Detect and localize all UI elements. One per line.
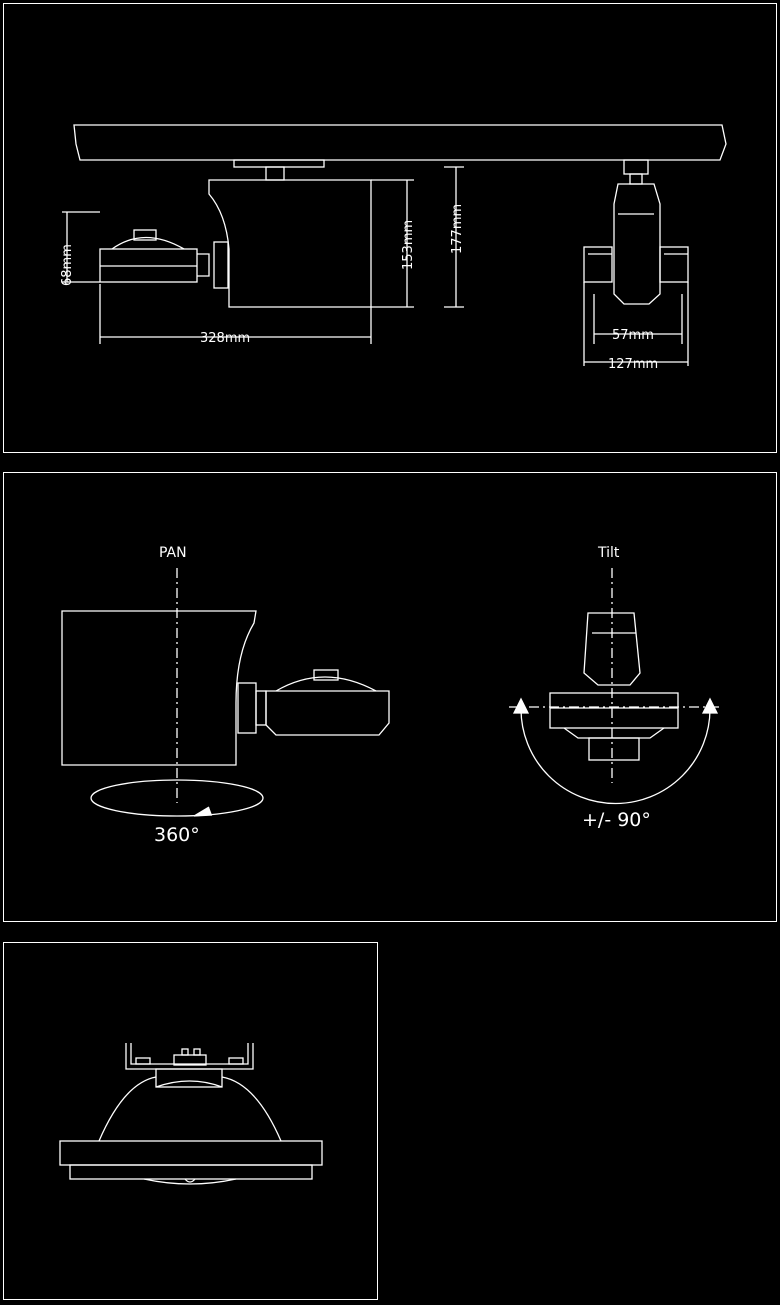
driver-box-side — [208, 179, 372, 308]
dim-127-line — [583, 282, 689, 366]
dim-328-line — [99, 284, 372, 344]
pan-tilt-labels: PAN 360° Tilt +/- 90° — [154, 545, 651, 846]
lamp-detail-panel — [3, 942, 378, 1300]
dimensions-panel: 68mm 328mm 153mm 177mm 57mm 127mm — [3, 3, 777, 453]
track-rail — [73, 124, 727, 161]
pan-fixture-head — [265, 690, 390, 736]
pan-label: PAN — [159, 545, 187, 561]
pan-arrow — [193, 806, 213, 817]
pan-tilt-drawing — [61, 568, 722, 817]
label-68mm: 68mm — [60, 244, 75, 286]
pan-angle-label: 360° — [154, 824, 200, 846]
dim-57-line — [593, 294, 683, 344]
label-328mm: 328mm — [200, 331, 250, 346]
tilt-arrow-right — [701, 697, 719, 714]
tilt-arc — [520, 708, 711, 805]
pan-tilt-panel: PAN 360° Tilt +/- 90° — [3, 472, 777, 922]
dim-68-line — [62, 211, 100, 283]
front-head — [613, 183, 661, 305]
tilt-angle-label: +/- 90° — [582, 809, 651, 831]
lamp-detail-drawing — [59, 1043, 323, 1185]
dimensions-drawing — [62, 124, 727, 366]
label-57mm: 57mm — [612, 328, 654, 343]
tilt-arrow-left — [512, 697, 530, 714]
tilt-label: Tilt — [597, 545, 620, 561]
dimensions-labels: 68mm 328mm 153mm 177mm 57mm 127mm — [60, 204, 658, 372]
lamp-front-rim — [59, 1140, 323, 1166]
lamp-reflector — [98, 1076, 282, 1142]
lamp-connector — [173, 1054, 207, 1066]
label-177mm: 177mm — [450, 204, 465, 254]
tilt-mount — [583, 612, 641, 686]
label-153mm: 153mm — [401, 220, 416, 270]
tilt-head — [549, 692, 679, 729]
pan-rotation-ellipse — [90, 779, 264, 817]
pan-driver-box — [61, 610, 257, 766]
label-127mm: 127mm — [608, 357, 658, 372]
dim-177-line — [444, 166, 464, 308]
dim-153-line — [371, 179, 414, 308]
